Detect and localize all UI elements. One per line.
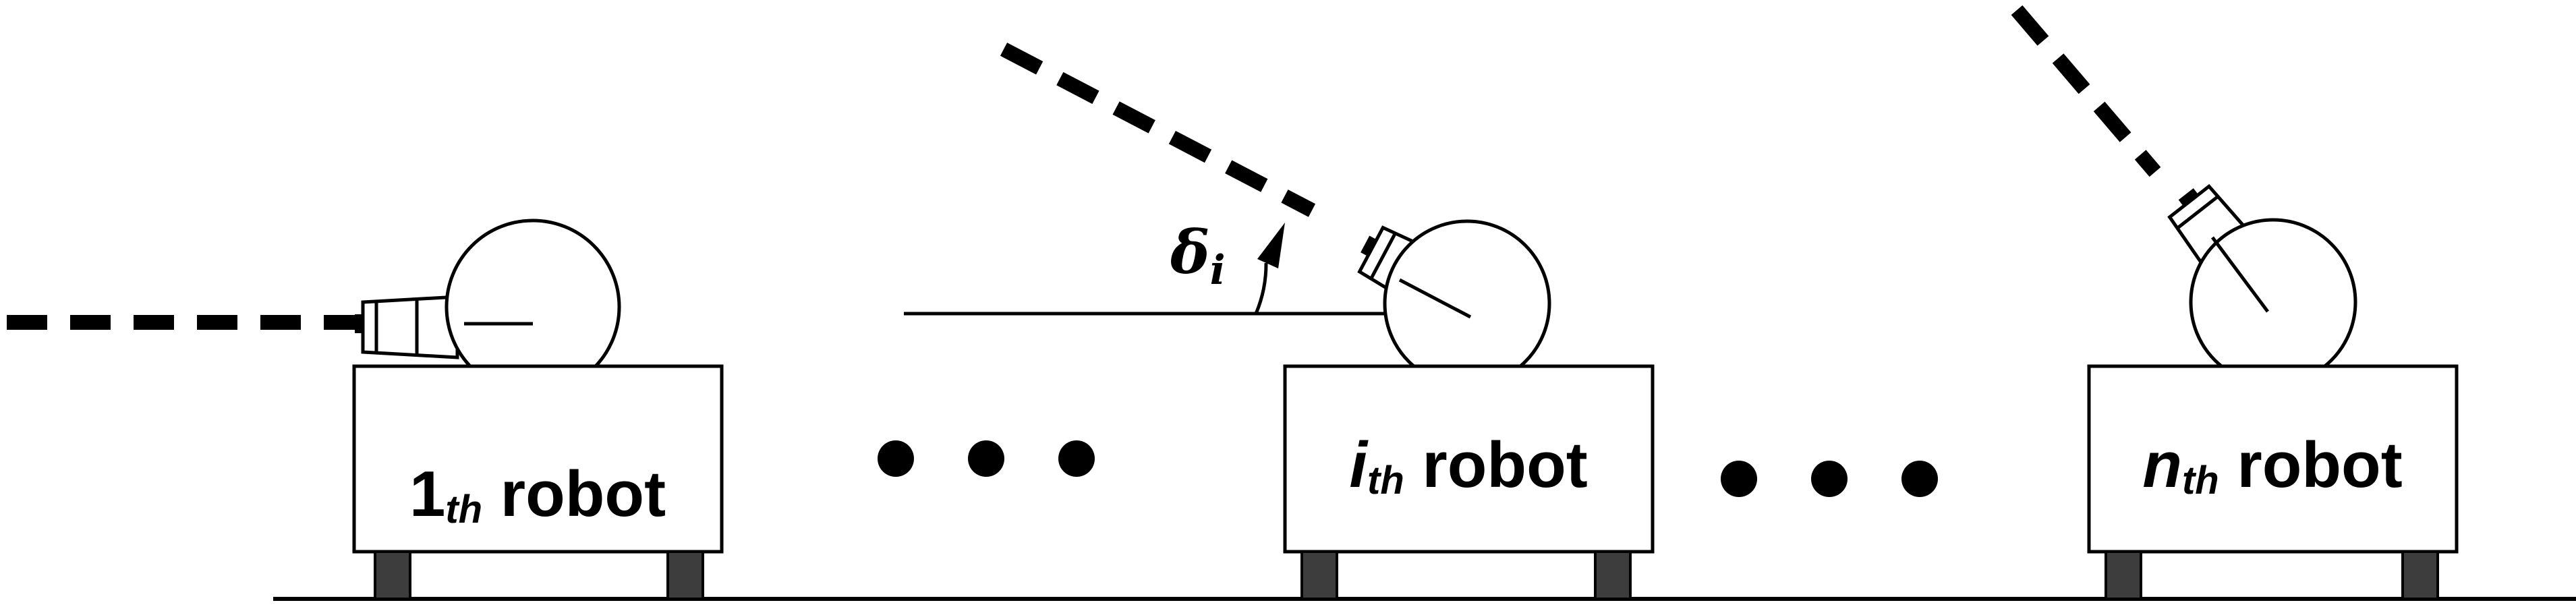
robot-i: δi ith robot xyxy=(904,42,1655,600)
robot-i-laser-beam xyxy=(1000,42,1316,217)
angle-arc xyxy=(1254,262,1268,314)
angle-label: δi xyxy=(1170,217,1226,294)
robot-n-word: robot xyxy=(2237,429,2402,501)
robot-1-label: 1th robot xyxy=(409,458,666,531)
robot-i-body xyxy=(1283,364,1655,554)
robot-n-turret-indicator xyxy=(2210,236,2270,313)
robot-n-wheel-right xyxy=(2401,550,2439,600)
robot-i-wheel-right xyxy=(1594,550,1632,600)
robot-1-sensor xyxy=(355,295,459,359)
angle-subscript: i xyxy=(1210,247,1226,294)
robot-n-label: nth robot xyxy=(2142,429,2402,502)
robot-i-turret xyxy=(1383,219,1551,388)
robot-n: nth robot xyxy=(2011,5,2459,600)
ellipsis-1 xyxy=(878,440,1095,477)
robot-i-number: i xyxy=(1349,429,1369,501)
ellipsis-1-dot xyxy=(1058,440,1095,477)
robot-n-turret xyxy=(2189,218,2357,386)
ellipsis-2-dot xyxy=(1901,461,1938,497)
robot-i-subscript: th xyxy=(1367,459,1404,502)
robot-1-wheel-right xyxy=(666,550,704,600)
robot-1-word: robot xyxy=(500,458,666,530)
robot-n-number: n xyxy=(2142,429,2182,501)
angle-arrowhead xyxy=(1257,223,1285,268)
ellipsis-1-dot xyxy=(878,440,914,477)
robot-i-wheel-left xyxy=(1300,550,1338,600)
robot-i-label: ith robot xyxy=(1349,429,1587,502)
robot-n-body xyxy=(2087,364,2459,554)
robot-n-wheel-left xyxy=(2105,550,2142,600)
robot-1-wheel-left xyxy=(374,550,411,600)
robot-n-laser-beam xyxy=(2011,5,2161,177)
ellipsis-2-dot xyxy=(1721,461,1757,497)
robot-1-subscript: th xyxy=(445,488,482,531)
ellipsis-1-dot xyxy=(968,440,1004,477)
robot-1-number: 1 xyxy=(409,458,445,530)
angle-symbol: δ xyxy=(1170,217,1210,287)
robot-i-turret-indicator xyxy=(1398,278,1472,319)
robot-1: 1th robot xyxy=(7,219,724,600)
robot-i-word: robot xyxy=(1422,429,1587,501)
robot-n-subscript: th xyxy=(2182,459,2219,502)
robot-1-body xyxy=(352,364,724,554)
ellipsis-2 xyxy=(1721,461,1938,497)
ellipsis-2-dot xyxy=(1811,461,1848,497)
